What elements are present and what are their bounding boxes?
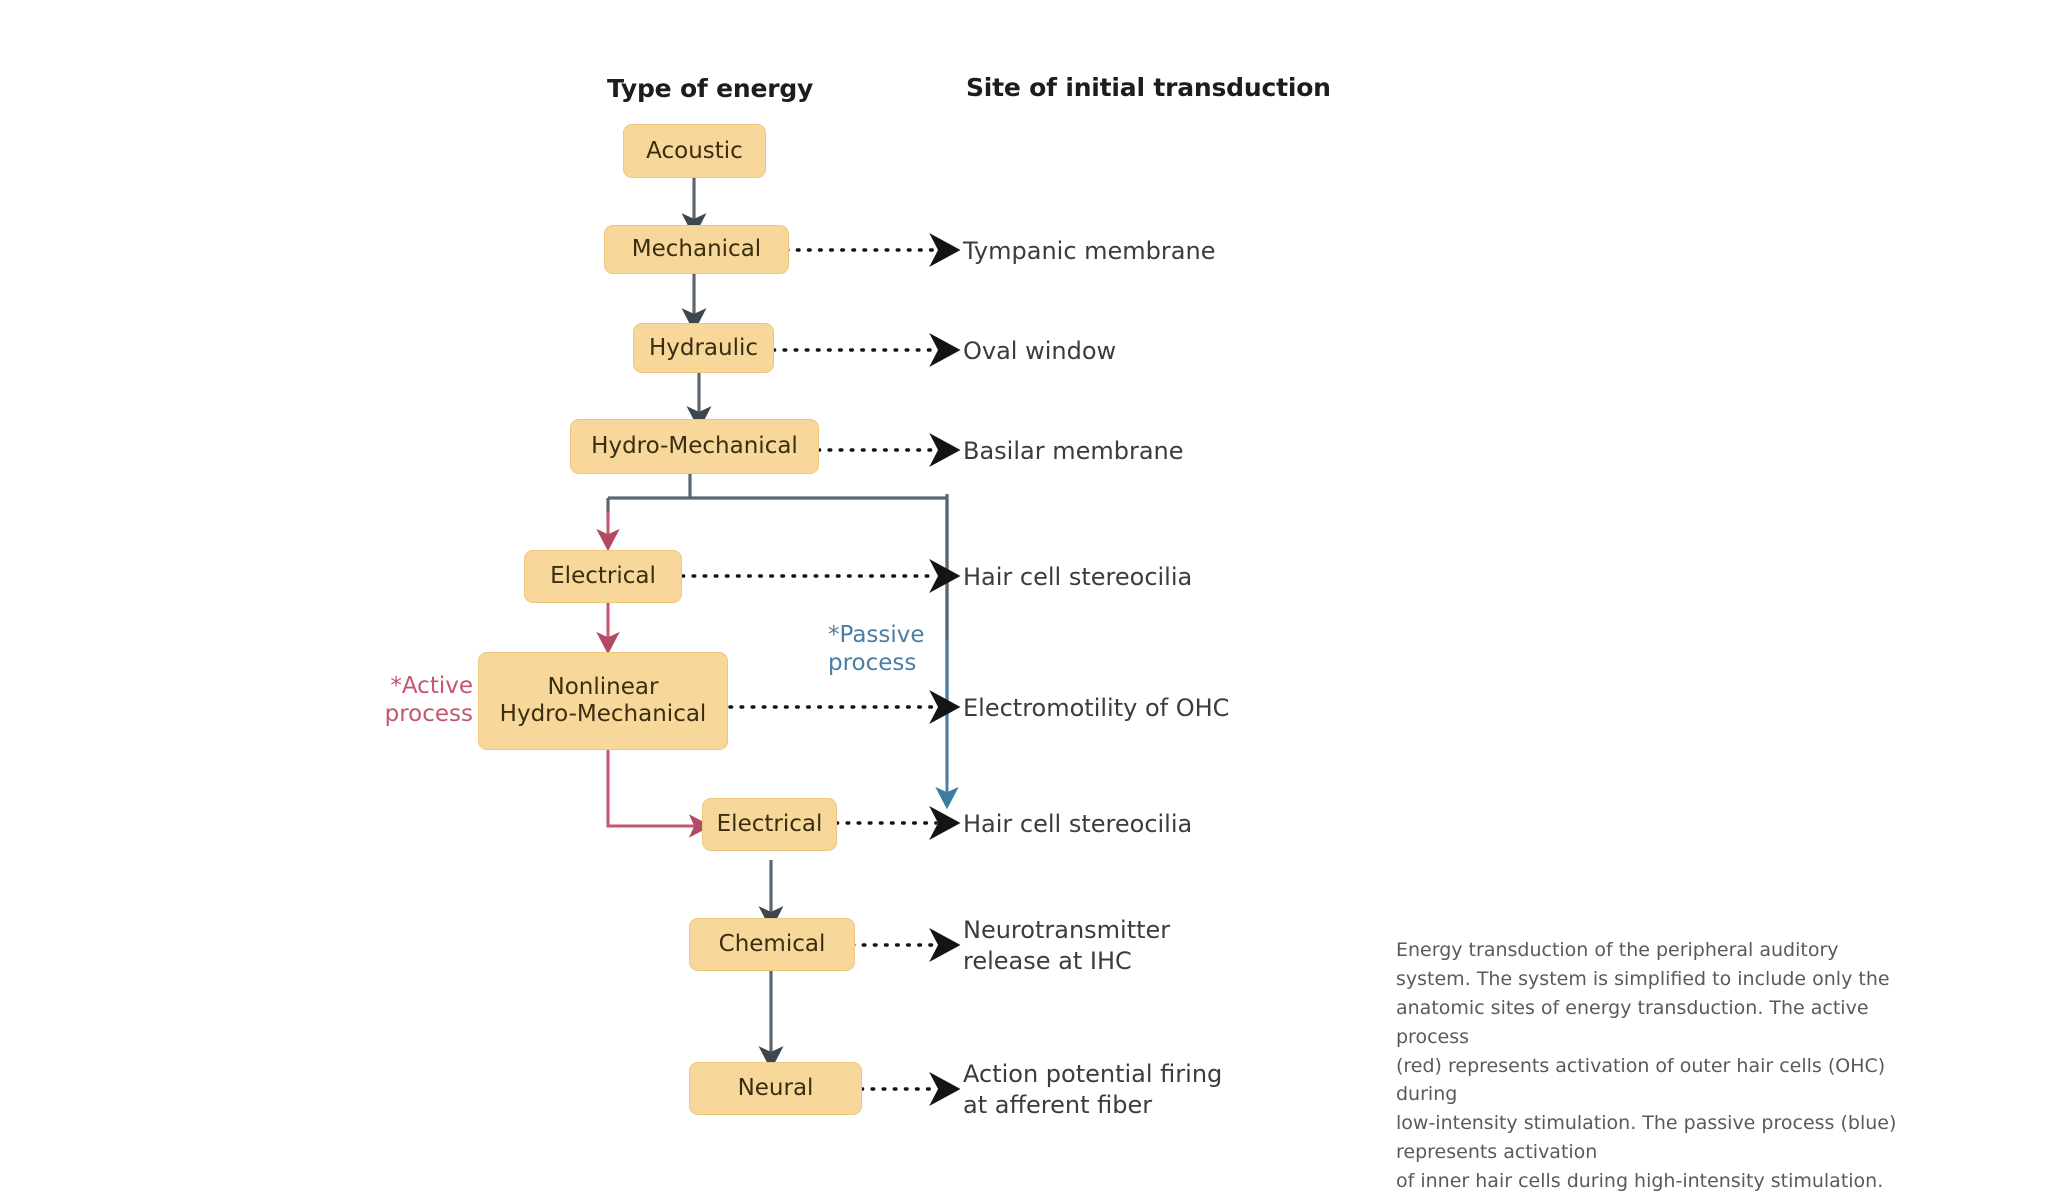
node-chemical[interactable]: Chemical bbox=[689, 918, 855, 971]
node-neural[interactable]: Neural bbox=[689, 1062, 862, 1115]
site-label-neurotransmitter-release: Neurotransmitter release at IHC bbox=[963, 916, 1171, 975]
node-hydraulic[interactable]: Hydraulic bbox=[633, 323, 774, 373]
site-label-electromotility-of-ohc: Electromotility of OHC bbox=[963, 694, 1230, 722]
node-acoustic[interactable]: Acoustic bbox=[623, 124, 766, 178]
node-mechanical[interactable]: Mechanical bbox=[604, 225, 789, 274]
column-header-type-of-energy: Type of energy bbox=[607, 74, 814, 103]
node-electrical-upper[interactable]: Electrical bbox=[524, 550, 682, 603]
node-nonlinear-hydro-mechanical[interactable]: Nonlinear Hydro-Mechanical bbox=[478, 652, 728, 750]
site-label-tympanic-membrane: Tympanic membrane bbox=[963, 237, 1216, 265]
site-label-oval-window: Oval window bbox=[963, 337, 1117, 365]
site-label-hair-cell-stereocilia-lower: Hair cell stereocilia bbox=[963, 810, 1193, 838]
column-header-site-of-transduction: Site of initial transduction bbox=[966, 73, 1331, 102]
node-hydro-mechanical[interactable]: Hydro-Mechanical bbox=[570, 419, 819, 474]
site-label-hair-cell-stereocilia-upper: Hair cell stereocilia bbox=[963, 563, 1193, 591]
node-electrical-lower[interactable]: Electrical bbox=[702, 798, 837, 851]
figure-caption: Energy transduction of the peripheral au… bbox=[1396, 939, 1897, 1192]
diagram-canvas: Type of energy Site of initial transduct… bbox=[384, 73, 1897, 1192]
site-label-action-potential-firing: Action potential firing at afferent fibe… bbox=[963, 1060, 1223, 1119]
annotation-active-process: *Active process bbox=[384, 673, 473, 727]
annotation-passive-process: *Passive process bbox=[828, 622, 925, 676]
site-label-basilar-membrane: Basilar membrane bbox=[963, 437, 1184, 465]
